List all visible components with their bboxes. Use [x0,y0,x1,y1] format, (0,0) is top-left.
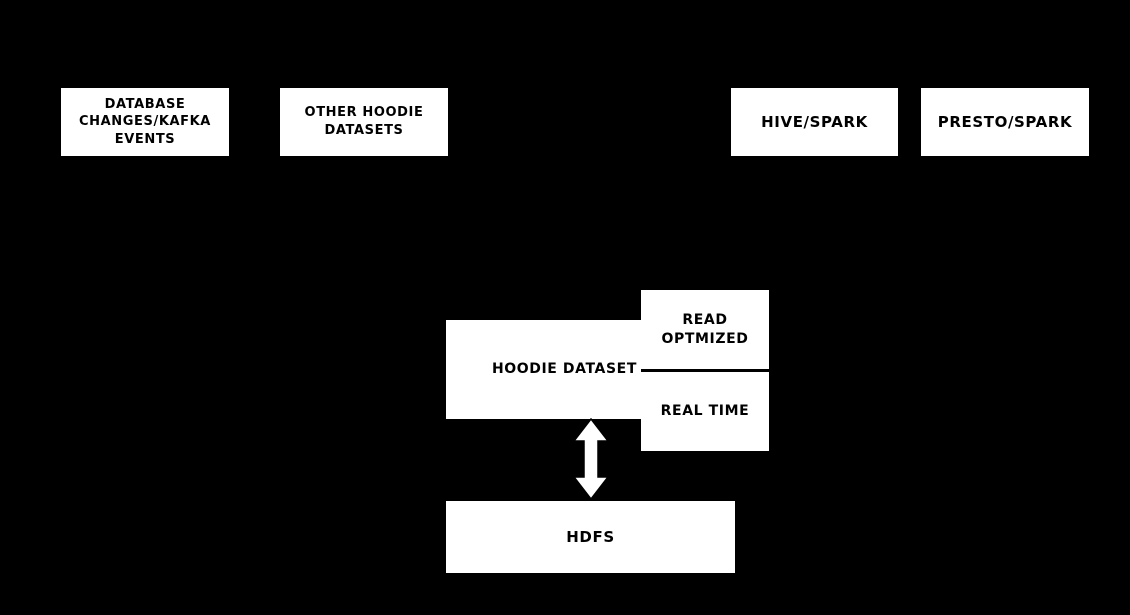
views-stack: Read Optmized Real Time [641,290,769,451]
box-real-time-view: Real Time [641,372,769,451]
views-divider [641,369,769,372]
box-hoodie-dataset: Hoodie Dataset [446,320,641,419]
box-hdfs: HDFS [446,501,735,573]
box-database-changes-kafka-events: Database Changes/Kafka Events [61,88,229,156]
box-other-hoodie-datasets: Other Hoodie Datasets [280,88,448,156]
box-read-optimized-view: Read Optmized [641,290,769,369]
double-arrow-icon [571,417,611,501]
box-hive-spark: Hive/Spark [731,88,898,156]
box-presto-spark: Presto/Spark [921,88,1089,156]
